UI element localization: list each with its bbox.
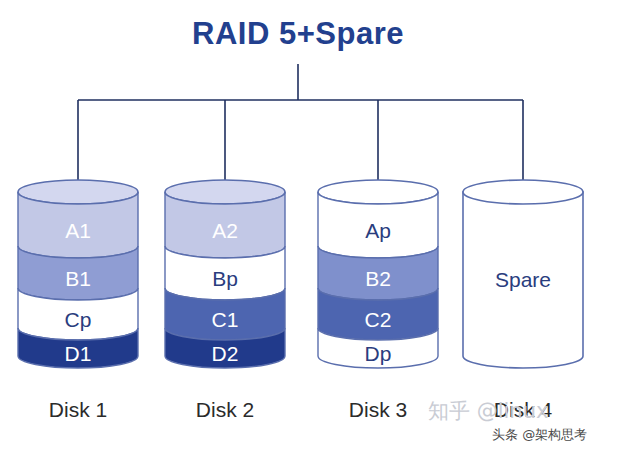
band-outline bbox=[318, 246, 438, 300]
block-label: Cp bbox=[18, 308, 138, 332]
band-outline bbox=[318, 328, 438, 368]
parity-block: Bp bbox=[165, 234, 285, 300]
cylinder-top bbox=[463, 180, 583, 204]
data-block: D1 bbox=[18, 316, 138, 368]
data-block: C1 bbox=[165, 276, 285, 340]
data-block: A2 bbox=[165, 180, 285, 258]
band-outline bbox=[165, 192, 285, 258]
band-outline bbox=[18, 246, 138, 300]
block-label: D1 bbox=[18, 342, 138, 366]
parity-block: Cp bbox=[18, 276, 138, 340]
block-label: B2 bbox=[318, 267, 438, 291]
watermark: 知乎 @linux bbox=[428, 397, 548, 425]
band-outline bbox=[18, 288, 138, 340]
block-label: Dp bbox=[318, 342, 438, 366]
spare-label: Spare bbox=[463, 268, 583, 292]
diagram-title: RAID 5+Spare bbox=[0, 16, 596, 52]
disk-cylinder: Disk 1A1B1CpD1 bbox=[18, 180, 138, 370]
band-outline bbox=[165, 328, 285, 368]
data-block: B1 bbox=[18, 234, 138, 300]
tree-line bbox=[78, 99, 523, 101]
tree-line bbox=[297, 64, 299, 100]
disk-label: Disk 2 bbox=[165, 398, 285, 422]
band-outline bbox=[18, 192, 138, 258]
block-label: Ap bbox=[318, 219, 438, 243]
band-outline bbox=[165, 288, 285, 340]
disk-cylinder: Disk 2A2BpC1D2 bbox=[165, 180, 285, 370]
parity-block: Dp bbox=[318, 316, 438, 368]
tree-line bbox=[224, 100, 226, 182]
tree-line bbox=[77, 100, 79, 182]
band-outline bbox=[18, 328, 138, 368]
data-block: C2 bbox=[318, 276, 438, 340]
disk-label: Disk 1 bbox=[18, 398, 138, 422]
band-outline bbox=[318, 288, 438, 340]
parity-block: Ap bbox=[318, 180, 438, 258]
disk-label: Disk 3 bbox=[318, 398, 438, 422]
data-block: B2 bbox=[318, 234, 438, 300]
tree-line bbox=[377, 100, 379, 182]
block-label: Bp bbox=[165, 267, 285, 291]
tree-line bbox=[522, 100, 524, 182]
band-outline bbox=[318, 192, 438, 258]
block-label: C1 bbox=[165, 308, 285, 332]
block-label: C2 bbox=[318, 308, 438, 332]
spare-disk: SpareDisk 4 bbox=[463, 180, 583, 370]
block-label: D2 bbox=[165, 342, 285, 366]
data-block: D2 bbox=[165, 316, 285, 368]
watermark: 头条 @架构思考 bbox=[492, 426, 587, 444]
data-block: A1 bbox=[18, 180, 138, 258]
block-label: B1 bbox=[18, 267, 138, 291]
disk-cylinder: Disk 3ApB2C2Dp bbox=[318, 180, 438, 370]
band-outline bbox=[165, 246, 285, 300]
cylinder-body bbox=[463, 192, 583, 368]
block-label: A1 bbox=[18, 219, 138, 243]
block-label: A2 bbox=[165, 219, 285, 243]
